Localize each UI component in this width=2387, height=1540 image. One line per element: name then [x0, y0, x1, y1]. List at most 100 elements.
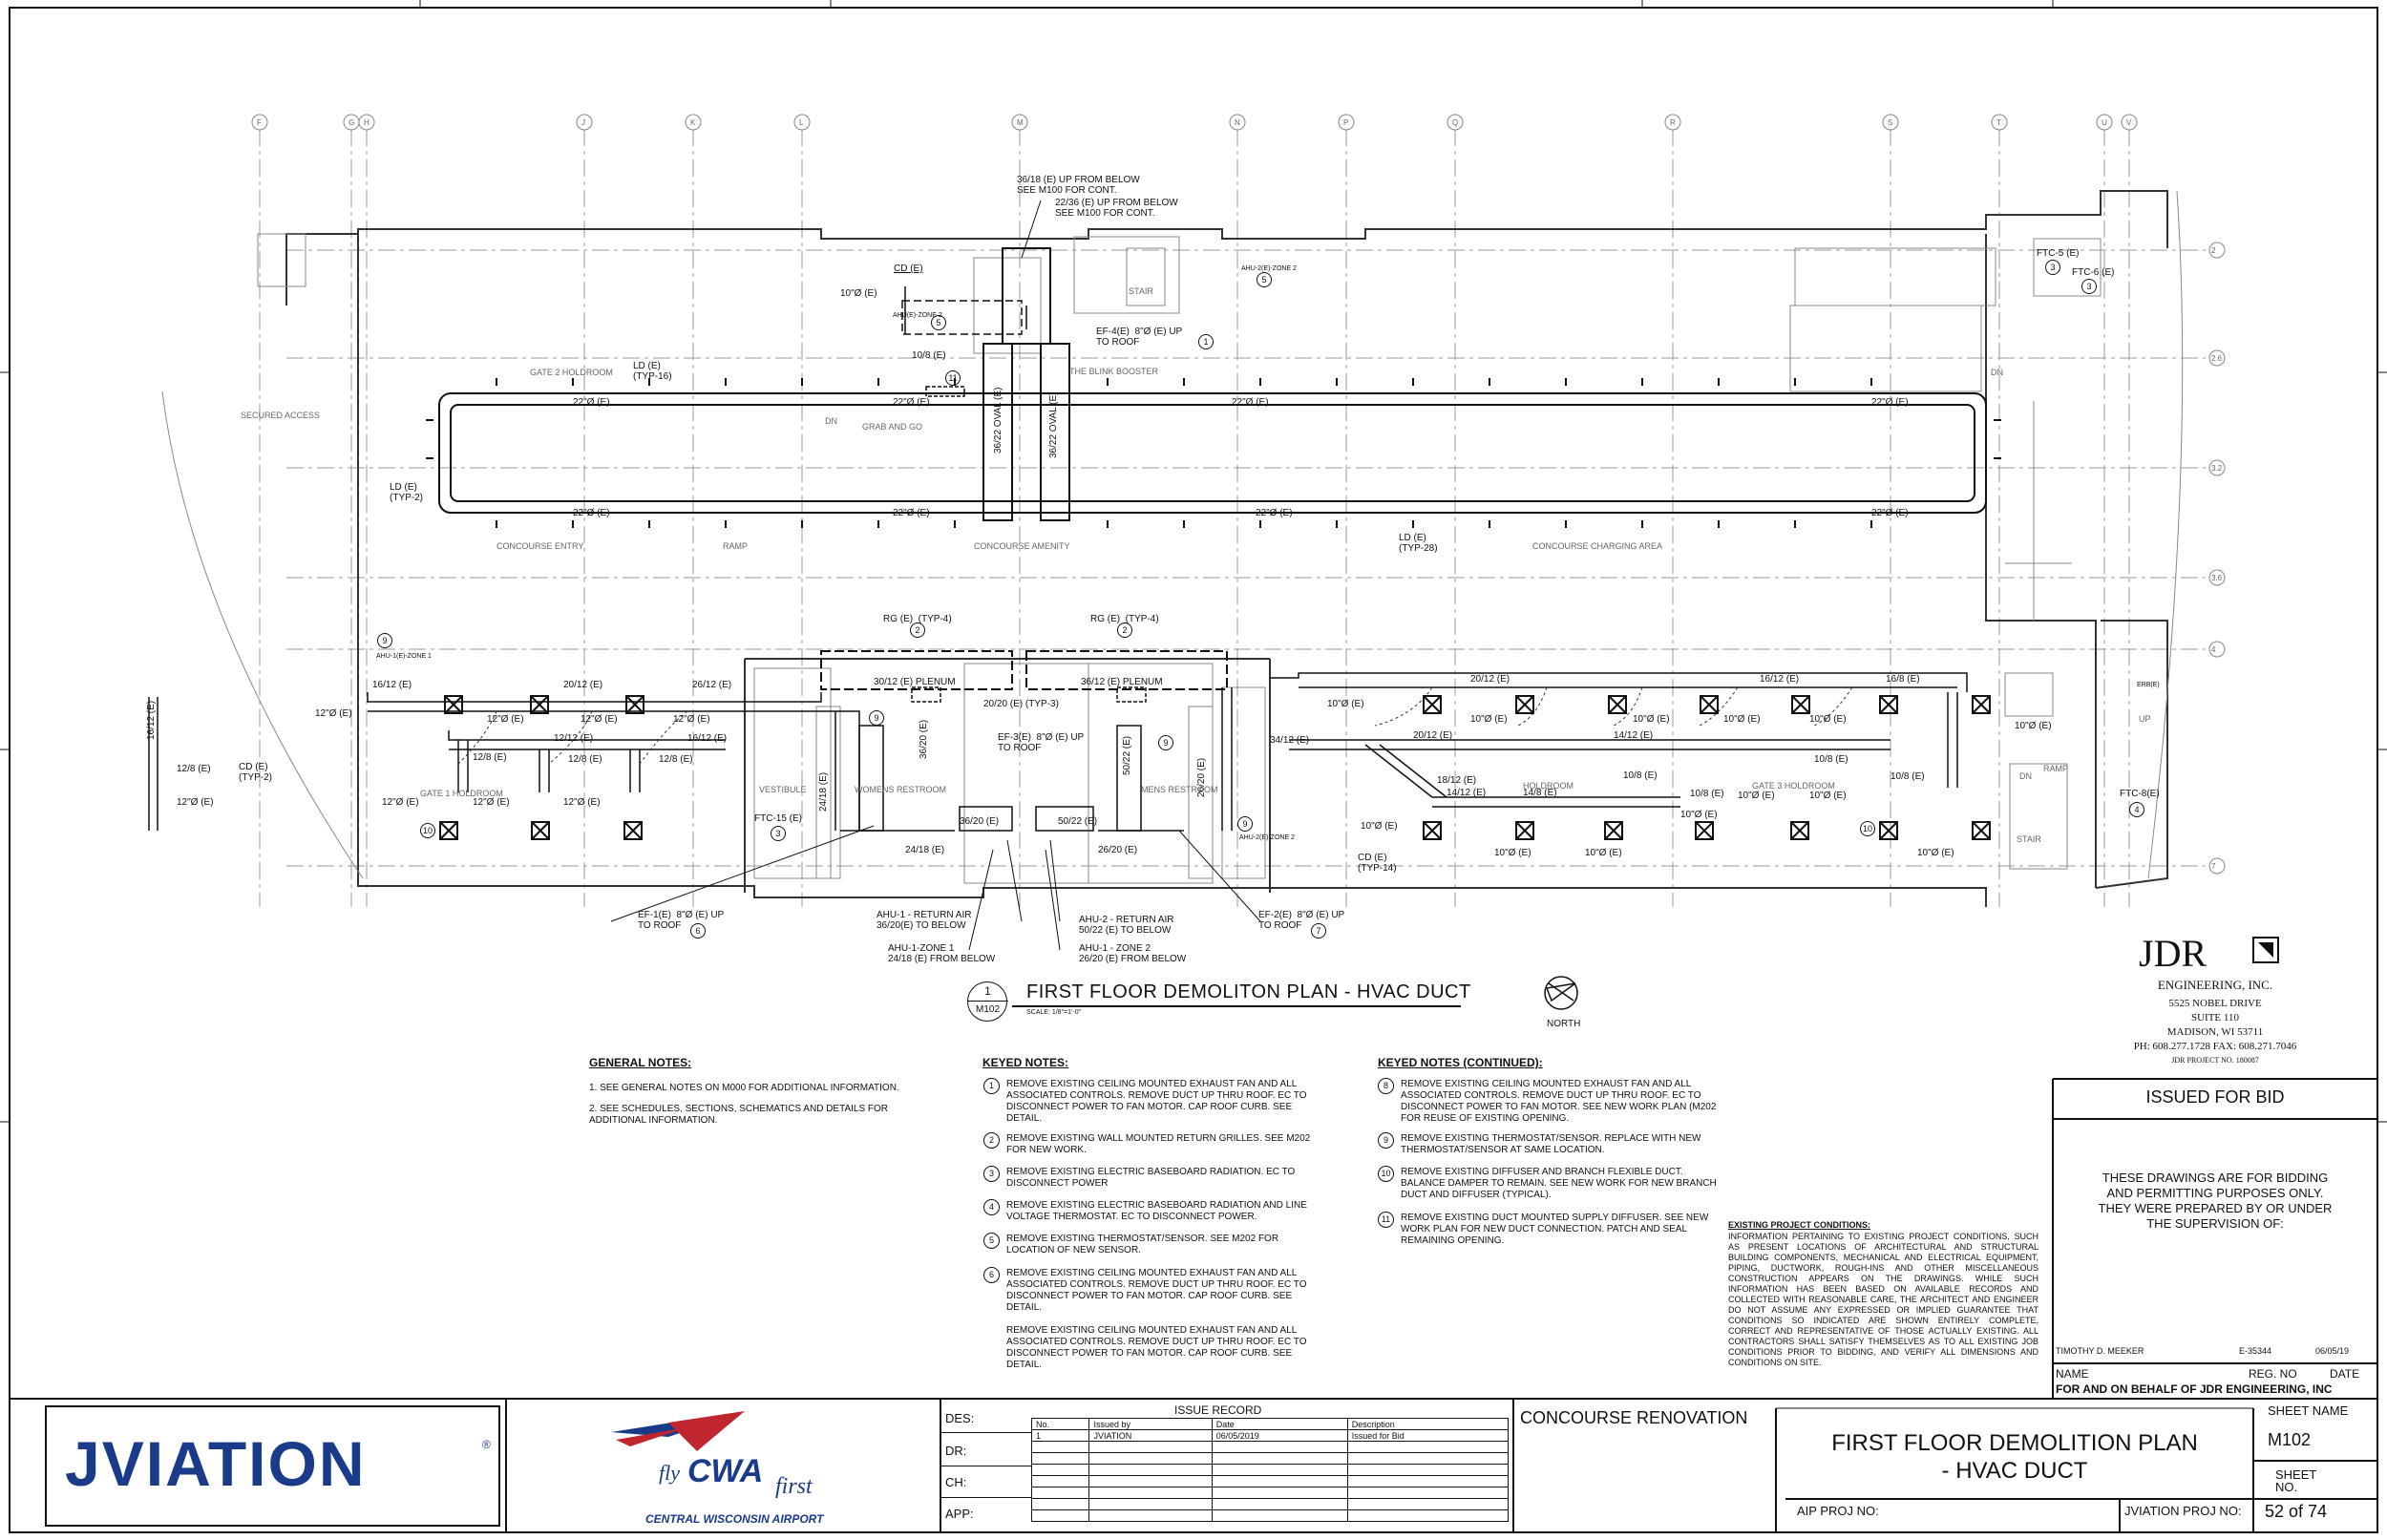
table-row: [1030, 1509, 1510, 1522]
grid-column-label: S: [1888, 118, 1893, 127]
issue-cell: 1: [1030, 1429, 1090, 1442]
duct-label: 10"Ø (E): [1680, 810, 1718, 820]
keyed-note-text: REMOVE EXISTING ELECTRIC BASEBOARD RADIA…: [1006, 1167, 1296, 1189]
issued-status: ISSUED FOR BID: [2145, 1087, 2285, 1107]
duct-label: 16/8 (E): [1886, 674, 1920, 685]
linear-diffusers: [426, 378, 2001, 528]
stamp-col-reg: REG. NO: [2249, 1367, 2297, 1381]
duct-label: 22"Ø (E): [1256, 508, 1293, 518]
keyed-note-text: REMOVE EXISTING CEILING MOUNTED EXHAUST …: [1006, 1079, 1307, 1124]
duct-label: 12/8 (E): [473, 752, 507, 763]
keyed-note-text: REMOVE EXISTING CEILING MOUNTED EXHAUST …: [1006, 1268, 1307, 1313]
room-label: GATE 1 HOLDROOM: [420, 789, 503, 798]
grid-column-label: G: [349, 118, 355, 127]
engineer-phone: PH: 608.277.1728 FAX: 608.271.7046: [2133, 1041, 2297, 1052]
project-name: CONCOURSE RENOVATION: [1520, 1408, 1748, 1427]
engineer-sub: ENGINEERING, INC.: [2157, 978, 2273, 992]
duct-label: 12/8 (E): [568, 754, 602, 765]
duct-label: 18/12 (E): [1437, 775, 1477, 786]
ftc-label: FTC-5 (E): [2037, 248, 2080, 259]
duct-label: 12"Ø (E): [563, 797, 601, 808]
north-arrow-icon: [1544, 976, 1578, 1010]
oval-ducts: [982, 247, 1070, 521]
duct-label: 24/18 (E): [905, 845, 945, 855]
duct-label: 12"Ø (E): [487, 714, 524, 725]
stamp-behalf: FOR AND ON BEHALF OF JDR ENGINEERING, IN…: [2056, 1382, 2333, 1396]
north-label: NORTH: [1547, 1019, 1581, 1029]
main-duct-loop: [438, 392, 1987, 514]
duct-label: CD (E): [894, 264, 923, 274]
note-tag: 5: [931, 315, 946, 330]
grid-column-label: F: [257, 118, 262, 127]
room-label: DN: [1991, 368, 2003, 377]
center-ducts: [840, 725, 1184, 832]
grid-column-label: H: [364, 118, 370, 127]
return-air-label: AHU-2 - RETURN AIR 50/22 (E) TO BELOW: [1079, 915, 1174, 936]
duct-label: 22"Ø (E): [893, 508, 930, 518]
duct-label: 16/12 (E): [1760, 674, 1800, 685]
duct-label: 10"Ø (E): [1327, 699, 1364, 709]
room-label: SECURED ACCESS: [241, 411, 321, 420]
tb-divider: [940, 1432, 1031, 1433]
plenum-label: 36/12 (E) PLENUM: [1081, 677, 1163, 687]
duct-label: 16/12 (E): [372, 680, 412, 690]
duct-label: 10"Ø (E): [1738, 791, 1775, 801]
room-label: MENS RESTROOM: [1141, 785, 1218, 794]
issue-record-label: ISSUE RECORD: [1174, 1403, 1262, 1417]
note-tag: 2: [910, 622, 925, 638]
grid-column-label: J: [581, 118, 585, 127]
duct-label: 10/8 (E): [1814, 754, 1848, 765]
aip-proj-label: AIP PROJ NO:: [1797, 1504, 1879, 1518]
issue-cell: 06/05/2019: [1211, 1429, 1348, 1442]
room-label: GATE 3 HOLDROOM: [1752, 781, 1835, 791]
room-label: GATE 2 HOLDROOM: [530, 368, 613, 377]
duct-label: 10"Ø (E): [1585, 848, 1622, 858]
issue-col-description: Description: [1346, 1418, 1510, 1430]
duct-label: 12/12 (E): [554, 733, 594, 744]
duct-label: 22"Ø (E): [1871, 397, 1909, 408]
zone-label: AHU-1 - ZONE 2 26/20 (E) FROM BELOW: [1079, 943, 1187, 964]
zone-tag: AHU-1(E)-ZONE 1: [376, 653, 432, 660]
duct-label: 14/12 (E): [1614, 730, 1654, 741]
room-label: STAIR: [2017, 834, 2041, 844]
return-air-label: AHU-1 - RETURN AIR 36/20(E) TO BELOW: [877, 910, 972, 931]
engineer-person: TIMOTHY D. MEEKER: [2056, 1346, 2144, 1356]
app-label: APP:: [945, 1507, 974, 1521]
room-label: CONCOURSE ENTRY: [496, 541, 584, 551]
plenums: [820, 650, 1228, 690]
title-ref-number: 1: [984, 984, 991, 998]
title-ref-divider: [967, 1001, 1008, 1002]
duct-label: LD (E) (TYP-2): [390, 482, 423, 503]
room-label: RAMP: [723, 541, 749, 551]
duct-label: 20/12 (E): [1413, 730, 1453, 741]
duct-label: 10/8 (E): [1690, 789, 1724, 799]
table-row: 1 JVIATION 06/05/2019 Issued for Bid: [1030, 1429, 1510, 1442]
cwa-first: first: [775, 1474, 813, 1499]
exhaust-fan-label: EF-4(E) 8"Ø (E) UP TO ROOF: [1096, 327, 1183, 348]
ch-label: CH:: [945, 1475, 967, 1489]
grid-column-label: T: [1996, 118, 2001, 127]
cwa-full-name: CENTRAL WISCONSIN AIRPORT: [645, 1512, 824, 1526]
duct-label: 10"Ø (E): [1361, 821, 1398, 832]
tb-divider: [940, 1497, 1031, 1498]
duct-label: 10"Ø (E): [1809, 714, 1847, 725]
note-tag: 6: [690, 923, 706, 939]
sheet-name-label: SHEET NAME: [2268, 1403, 2349, 1418]
duct-label: 36/20 (E): [960, 816, 1000, 827]
room-label: UP: [2139, 714, 2151, 724]
room-label: CONCOURSE CHARGING AREA: [1532, 541, 1663, 551]
duct-label: 20/20 (E) (TYP-3): [983, 699, 1059, 709]
stamp-col-name: NAME: [2056, 1367, 2089, 1381]
zone-label: AHU-1-ZONE 1 24/18 (E) FROM BELOW: [888, 943, 996, 964]
duct-label: 22"Ø (E): [893, 397, 930, 408]
exhaust-fan-label: EF-3(E) 8"Ø (E) UP TO ROOF: [998, 732, 1085, 753]
engineer-city: MADISON, WI 53711: [2166, 1026, 2264, 1038]
table-row: [1030, 1452, 1510, 1465]
zone-tag: AHU-2(E)-ZONE 2: [1241, 265, 1297, 272]
room-label: HOLDROOM: [1523, 781, 1574, 791]
